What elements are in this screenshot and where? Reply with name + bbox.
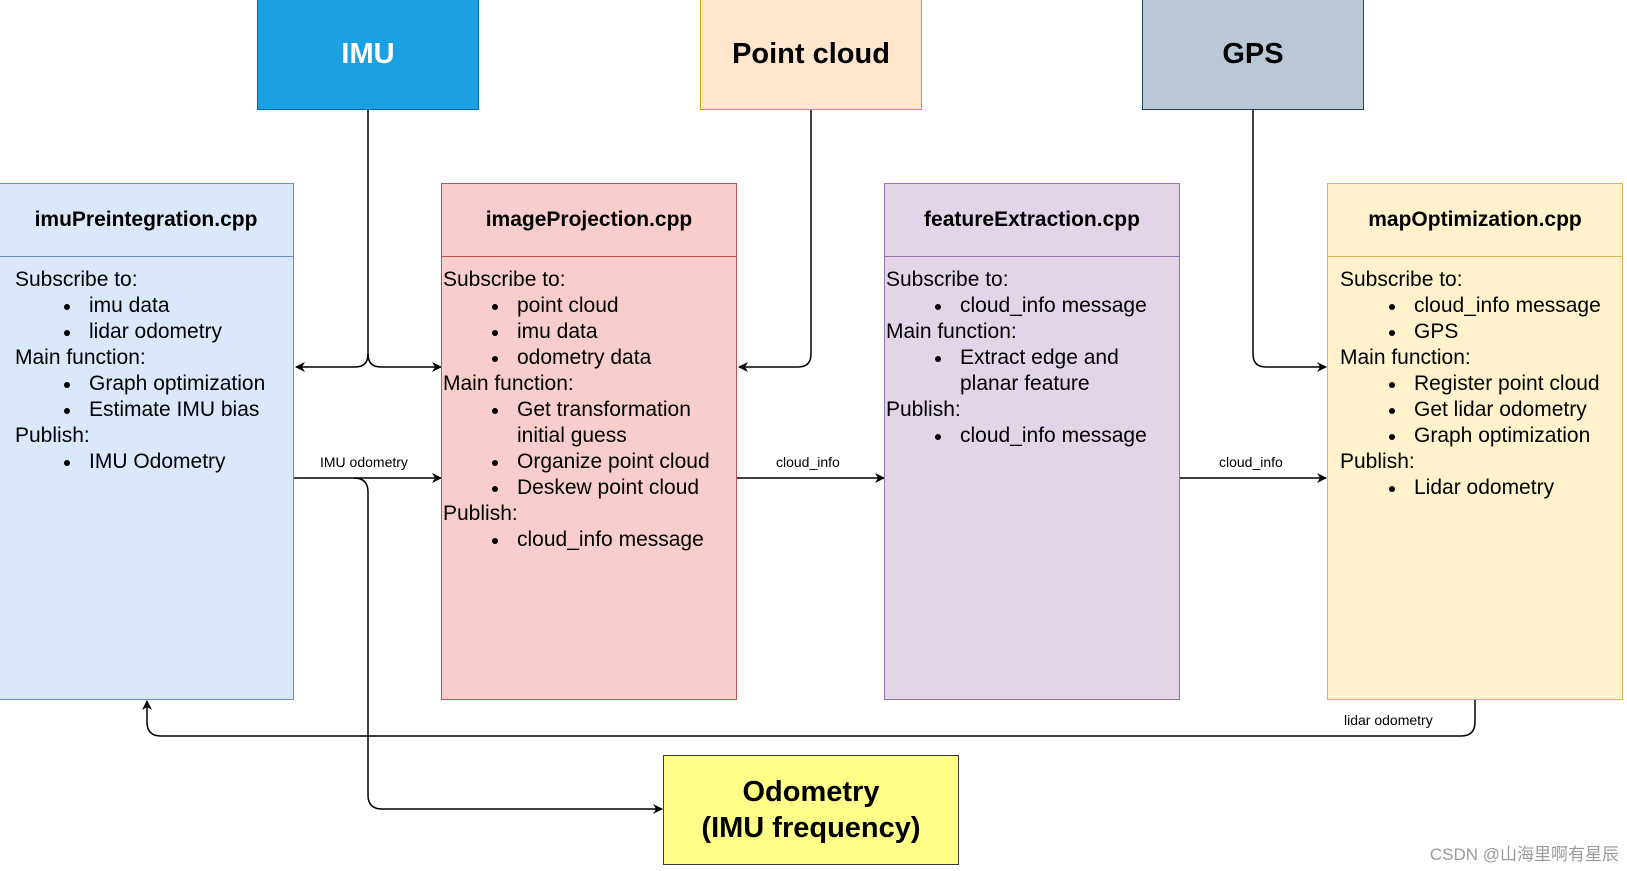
subscribe-list: point cloud imu data odometry data (443, 293, 736, 371)
cloud-info-edge-label-1: cloud_info (774, 454, 842, 470)
publish-heading: Publish: (886, 398, 961, 421)
node-title: featureExtraction.cpp (885, 184, 1179, 257)
list-item: Register point cloud (1340, 371, 1622, 397)
watermark: CSDN @山海里啊有星辰 (1429, 845, 1619, 864)
gps-source-node: GPS (1142, 0, 1364, 110)
main-function-list: Graph optimization Estimate IMU bias (15, 371, 293, 423)
list-item: Get transformation initial guess (443, 397, 717, 449)
subscribe-list: cloud_info message (886, 293, 1179, 319)
main-function-list: Extract edge and planar feature (886, 345, 1179, 397)
list-item: Deskew point cloud (443, 475, 699, 501)
list-item: Organize point cloud (443, 449, 710, 475)
lidar-odometry-edge-label: lidar odometry (1342, 712, 1435, 728)
main-function-heading: Main function: (15, 346, 146, 369)
imu-to-imu-preintegration-edge (295, 108, 369, 372)
imu-odometry-to-output-edge (353, 477, 663, 814)
imu-odometry-edge-label: IMU odometry (318, 454, 410, 470)
list-item: cloud_info message (886, 423, 1179, 449)
list-item: cloud_info message (886, 293, 1179, 319)
subscribe-heading: Subscribe to: (886, 268, 1009, 291)
main-function-list: Register point cloud Get lidar odometry … (1340, 371, 1622, 449)
imu-preintegration-node: imuPreintegration.cpp Subscribe to: imu … (0, 183, 294, 700)
image-projection-node: imageProjection.cpp Subscribe to: point … (441, 183, 737, 700)
list-item: imu data (15, 293, 293, 319)
node-title: imageProjection.cpp (442, 184, 736, 257)
cloud-info-edge-label-2: cloud_info (1217, 454, 1285, 470)
subscribe-list: cloud_info message GPS (1340, 293, 1622, 345)
imu-source-node: IMU (257, 0, 479, 110)
node-title: mapOptimization.cpp (1328, 184, 1622, 257)
publish-heading: Publish: (15, 424, 90, 447)
list-item: cloud_info message (1340, 293, 1622, 319)
imu-to-image-projection-edge (367, 353, 442, 372)
list-item: GPS (1340, 319, 1622, 345)
imu-source-label: IMU (341, 37, 395, 70)
main-function-heading: Main function: (443, 372, 574, 395)
list-item: Get lidar odometry (1340, 397, 1622, 423)
point-cloud-source-node: Point cloud (700, 0, 922, 110)
odometry-output-line-1: Odometry (742, 776, 880, 808)
list-item: Graph optimization (15, 371, 293, 397)
gps-source-label: GPS (1222, 37, 1284, 70)
subscribe-list: imu data lidar odometry (15, 293, 293, 345)
list-item: Lidar odometry (1340, 475, 1622, 501)
subscribe-heading: Subscribe to: (443, 268, 566, 291)
list-item: Estimate IMU bias (15, 397, 293, 423)
list-item: odometry data (443, 345, 736, 371)
main-function-heading: Main function: (1340, 346, 1471, 369)
publish-heading: Publish: (1340, 450, 1415, 473)
lidar-odometry-feedback-edge (142, 699, 1476, 737)
pointcloud-to-image-projection-edge (738, 108, 812, 372)
list-item: Extract edge and planar feature (886, 345, 1130, 397)
list-item: point cloud (443, 293, 736, 319)
point-cloud-source-label: Point cloud (732, 37, 890, 70)
subscribe-heading: Subscribe to: (1340, 268, 1463, 291)
gps-to-map-optimization-edge (1252, 108, 1327, 372)
list-item: imu data (443, 319, 736, 345)
odometry-output-line-2: (IMU frequency) (701, 812, 921, 844)
node-title: imuPreintegration.cpp (0, 184, 293, 257)
list-item: lidar odometry (15, 319, 293, 345)
publish-list: cloud_info message (443, 527, 736, 553)
feature-extraction-node: featureExtraction.cpp Subscribe to: clou… (884, 183, 1180, 700)
odometry-output-node: Odometry (IMU frequency) (663, 755, 959, 865)
main-function-heading: Main function: (886, 320, 1017, 343)
publish-list: Lidar odometry (1340, 475, 1622, 501)
publish-heading: Publish: (443, 502, 518, 525)
list-item: IMU Odometry (15, 449, 293, 475)
publish-list: cloud_info message (886, 423, 1179, 449)
list-item: cloud_info message (443, 527, 736, 553)
subscribe-heading: Subscribe to: (15, 268, 138, 291)
list-item: Graph optimization (1340, 423, 1622, 449)
main-function-list: Get transformation initial guess Organiz… (443, 397, 710, 501)
publish-list: IMU Odometry (15, 449, 293, 475)
map-optimization-node: mapOptimization.cpp Subscribe to: cloud_… (1327, 183, 1623, 700)
